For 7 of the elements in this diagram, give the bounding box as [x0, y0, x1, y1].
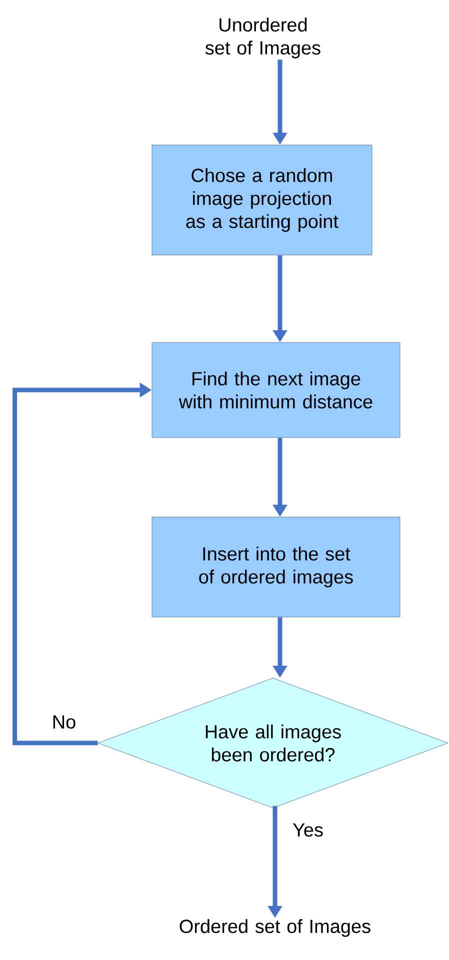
edge-label: Yes	[292, 822, 324, 838]
process-box: Chose a random image projection as a starting point	[152, 144, 372, 256]
edge-label: No	[50, 714, 78, 730]
terminal-text: Ordered set of Images	[180, 919, 370, 937]
process-box: Insert into the set of ordered images	[152, 516, 400, 618]
terminal-text: Unordered set of Images	[205, 18, 320, 58]
process-box: Find the next image with minimum distance	[152, 342, 400, 438]
